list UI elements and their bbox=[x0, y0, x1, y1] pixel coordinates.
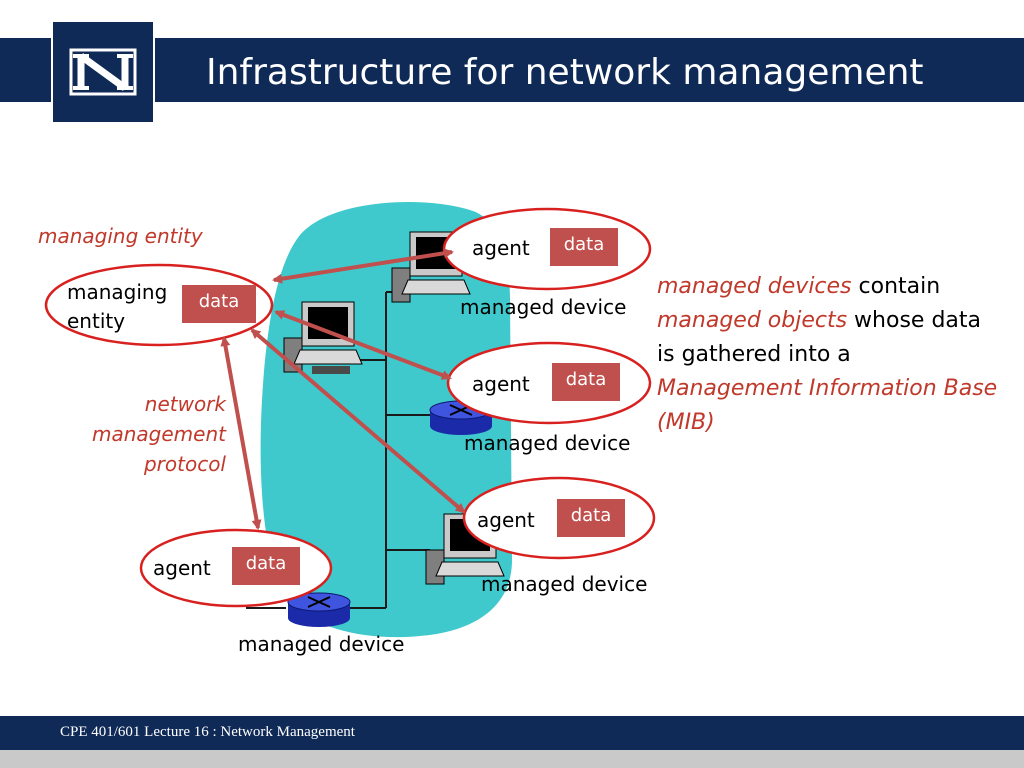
data-chip-managing: data bbox=[182, 285, 256, 323]
university-logo bbox=[51, 20, 155, 124]
footer-band bbox=[0, 716, 1024, 750]
data-chip-left: data bbox=[232, 547, 300, 585]
data-chip-middle: data bbox=[552, 363, 620, 401]
managing-entity-label-line2: entity bbox=[67, 309, 126, 333]
data-chip-top: data bbox=[550, 228, 618, 266]
router-icon-bottom bbox=[287, 592, 351, 627]
term-managed-objects: managed objects bbox=[657, 308, 848, 333]
description-text-2: whose data is gathered into a bbox=[657, 308, 981, 367]
protocol-label-line3: protocol bbox=[143, 452, 226, 476]
managed-device-label-bottom: managed device bbox=[481, 572, 648, 596]
managed-device-label-left: managed device bbox=[238, 632, 405, 656]
managed-device-label-top: managed device bbox=[460, 295, 627, 319]
agent-label-bottom: agent bbox=[477, 508, 535, 532]
data-chip-bottom: data bbox=[557, 499, 625, 537]
term-managed-devices: managed devices bbox=[657, 274, 852, 299]
term-mib: Management Information Base (MIB) bbox=[657, 376, 998, 435]
page-title: Infrastructure for network management bbox=[206, 52, 924, 93]
header-band bbox=[0, 38, 1024, 102]
agent-label-middle: agent bbox=[472, 372, 530, 396]
description-text-1: contain bbox=[851, 274, 941, 299]
managed-device-label-middle: managed device bbox=[464, 431, 631, 455]
footer-strip bbox=[0, 750, 1024, 768]
managing-entity-label-line1: managing bbox=[67, 280, 168, 304]
protocol-label-line1: network bbox=[144, 392, 226, 416]
arrow-to-top-agent bbox=[272, 248, 454, 284]
mib-description: managed devices contain managed objects … bbox=[657, 270, 1002, 440]
managing-entity-caption: managing entity bbox=[38, 224, 203, 248]
arrow-to-left-agent bbox=[220, 336, 262, 530]
agent-label-top: agent bbox=[472, 236, 530, 260]
footer-text: CPE 401/601 Lecture 16 : Network Managem… bbox=[60, 724, 355, 740]
protocol-label-line2: management bbox=[92, 422, 226, 446]
arrow-to-bottom-agent bbox=[250, 328, 466, 514]
agent-label-left: agent bbox=[153, 556, 211, 580]
